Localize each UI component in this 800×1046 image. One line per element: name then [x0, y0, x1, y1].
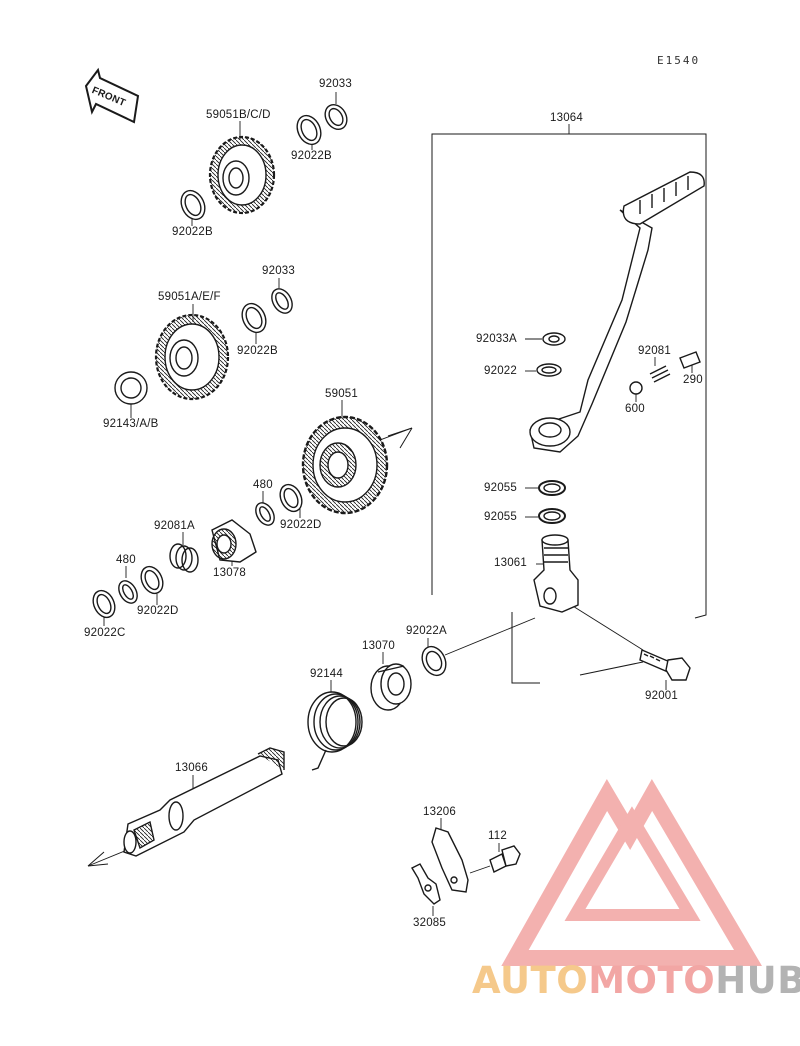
part-label: 92055 [484, 511, 517, 523]
part-label: 290 [683, 374, 703, 386]
part-label: 13066 [175, 762, 208, 774]
diagram-code: E1540 [657, 54, 701, 67]
torsion-spring-icon [307, 691, 363, 771]
o-ring-icon [538, 508, 566, 524]
washer-icon [140, 565, 164, 595]
part-label: 59051A/E/F [158, 291, 221, 303]
part-label: 92033 [262, 265, 295, 277]
part-label: 92022B [172, 226, 213, 238]
kick-shaft-icon [123, 747, 285, 857]
part-label: 92022A [406, 625, 447, 637]
part-label: 13078 [213, 567, 246, 579]
circlip-icon [324, 103, 348, 131]
watermark-text: AUTOMOTOHUB [472, 962, 800, 999]
part-label: 13064 [550, 112, 583, 124]
bearing-icon [114, 371, 148, 405]
part-label: 92033 [319, 78, 352, 90]
part-label: 92143/A/B [103, 418, 159, 430]
leader-lines [87, 92, 693, 916]
axis-arrow-icon [387, 427, 413, 449]
pin-icon [679, 351, 701, 369]
kick-shaft-icon [533, 534, 579, 613]
gear-icon [301, 415, 389, 515]
circlip-icon [542, 332, 566, 346]
bolt-icon [639, 649, 691, 681]
part-label: 92022C [84, 627, 126, 639]
washer-icon [536, 363, 562, 377]
assembly-outline [431, 133, 707, 684]
circlip-icon [118, 580, 138, 604]
washer-icon [296, 114, 322, 146]
washer-icon [92, 589, 116, 619]
circlip-icon [271, 288, 293, 314]
part-label: 92022D [137, 605, 179, 617]
spring-icon [169, 543, 199, 573]
part-label: 32085 [413, 917, 446, 929]
plate-icon [431, 827, 469, 893]
gear-icon [208, 135, 276, 215]
spring-icon [649, 365, 671, 383]
washer-icon [241, 302, 267, 334]
axis-arrow-icon [87, 851, 109, 867]
o-ring-icon [538, 480, 566, 496]
watermark-logo-icon [501, 778, 762, 966]
front-arrow-icon [84, 67, 140, 124]
gear-icon [154, 313, 230, 401]
part-label: 92033A [476, 333, 517, 345]
part-label: 92022B [237, 345, 278, 357]
washer-icon [279, 483, 303, 513]
washer-icon [180, 189, 206, 221]
part-label: 92022 [484, 365, 517, 377]
part-label: 92081 [638, 345, 671, 357]
bolt-icon [489, 845, 521, 873]
guide-icon [370, 663, 412, 711]
part-label: 92144 [310, 668, 343, 680]
part-label: 59051 [325, 388, 358, 400]
part-label: 92055 [484, 482, 517, 494]
ball-icon [629, 381, 643, 395]
part-label: 92022B [291, 150, 332, 162]
part-label: 13061 [494, 557, 527, 569]
bracket-icon [411, 863, 441, 905]
part-label: 480 [253, 479, 273, 491]
watermark-part-2: MOTO [588, 959, 716, 1002]
part-label: 92022D [280, 519, 322, 531]
kick-lever-icon [529, 171, 705, 453]
part-label: 92081A [154, 520, 195, 532]
part-label: 13070 [362, 640, 395, 652]
part-label: 59051B/C/D [206, 109, 271, 121]
ratchet-icon [211, 519, 257, 563]
watermark-part-1: AUTO [472, 959, 589, 1002]
watermark-part-3: HUB [715, 959, 800, 1002]
washer-icon [421, 645, 447, 677]
part-label: 13206 [423, 806, 456, 818]
part-label: 480 [116, 554, 136, 566]
part-label: 112 [488, 830, 507, 842]
circlip-icon [255, 502, 275, 526]
part-label: 92001 [645, 690, 678, 702]
part-label: 600 [625, 403, 645, 415]
